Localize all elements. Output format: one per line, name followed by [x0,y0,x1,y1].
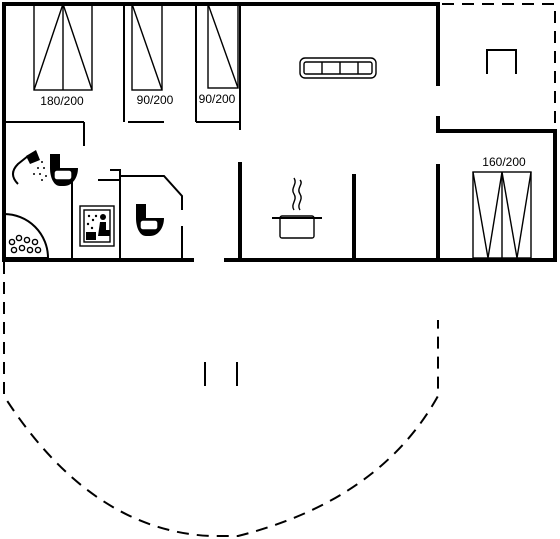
bed-90-200-a: 90/200 [131,3,174,107]
chair-icon [486,49,517,74]
shower-icon [12,150,47,185]
bed-90-200-b: 90/200 [199,3,239,106]
sauna-icon [79,205,115,247]
bed-label: 90/200 [199,92,236,106]
terrace-steps [204,362,238,386]
bed-label: 180/200 [40,94,84,108]
whirlpool-icon [3,212,50,259]
toilet-icon [50,154,78,186]
bed-label: 160/200 [482,155,526,169]
cooking-pot-icon [272,177,322,239]
interior-walls [4,4,440,260]
terrace-outline [3,262,439,537]
bed-label: 90/200 [137,93,174,107]
toilet-icon [136,204,164,236]
sofa-icon [299,57,377,79]
annex-outline [442,3,556,131]
bed-180-200: 180/200 [33,1,93,108]
bed-160-200: 160/200 [472,155,532,259]
